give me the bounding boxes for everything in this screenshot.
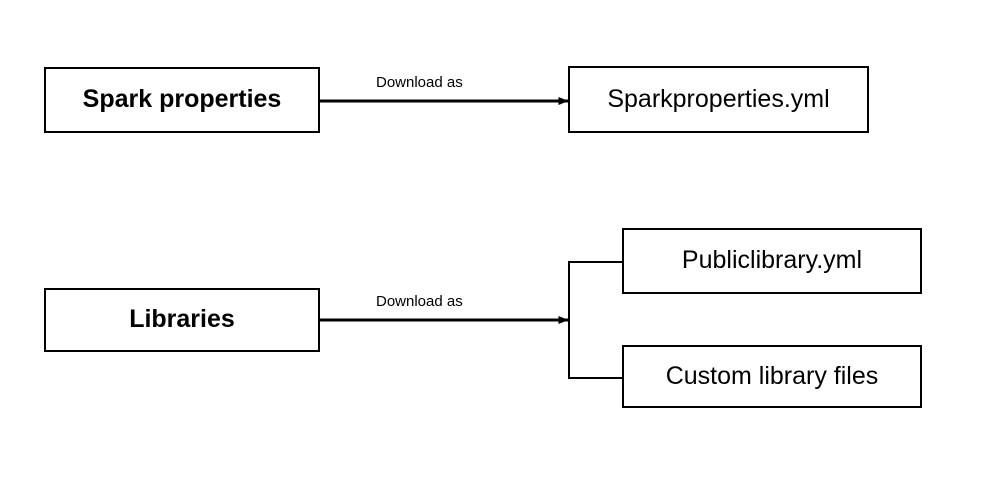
node-libraries[interactable]: Libraries [44,288,320,352]
edge-label-download-as-spark: Download as [376,74,463,91]
node-sparkproperties-yml-label: Sparkproperties.yml [607,84,830,113]
node-publiclibrary-yml-label: Publiclibrary.yml [681,246,863,275]
node-custom-library-files[interactable]: Custom library files [622,345,922,408]
node-spark-properties[interactable]: Spark properties [44,67,320,133]
node-spark-properties-label: Spark properties [82,85,282,114]
node-sparkproperties-yml[interactable]: Sparkproperties.yml [568,66,869,133]
node-libraries-label: Libraries [129,305,235,334]
node-publiclibrary-yml[interactable]: Publiclibrary.yml [622,228,922,294]
node-custom-library-files-label: Custom library files [665,361,879,390]
edge-label-download-as-libraries: Download as [376,293,463,310]
